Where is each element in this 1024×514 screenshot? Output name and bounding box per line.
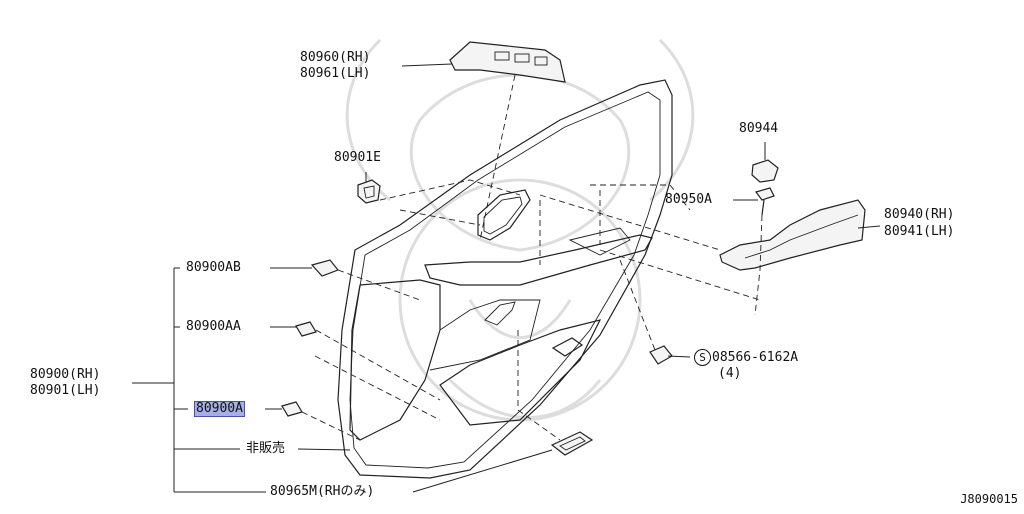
- leader-lines: [132, 63, 881, 493]
- label-not-for-sale: 非販売: [246, 441, 286, 456]
- label-80901-lh[interactable]: 80901(LH): [30, 383, 101, 398]
- label-08566-number: 08566-6162A: [712, 350, 799, 365]
- pull-handle-part: [719, 199, 866, 271]
- clip-80900a-part: [281, 401, 303, 417]
- clip-80900aa-part: [295, 321, 317, 337]
- clip-80900ab-part: [310, 259, 339, 277]
- circle-s-icon: S: [694, 349, 711, 366]
- screw-80950a-part: [754, 187, 775, 216]
- diagram-reference-code: J8090015: [960, 492, 1018, 506]
- assembly-dashed-lines: [301, 74, 763, 441]
- label-80901e[interactable]: 80901E: [334, 150, 381, 165]
- watermark-icon: [345, 38, 695, 422]
- label-80965m[interactable]: 80965M(RHのみ): [270, 484, 375, 499]
- label-80900-rh[interactable]: 80900(RH): [30, 367, 101, 382]
- label-80950a[interactable]: 80950A: [665, 192, 712, 207]
- label-80900a-selected[interactable]: 80900A: [194, 401, 245, 417]
- clip-80901e-part: [357, 179, 381, 204]
- switch-bezel-part: [449, 41, 566, 83]
- label-80941-lh[interactable]: 80941(LH): [884, 224, 955, 239]
- label-80961-lh[interactable]: 80961(LH): [300, 66, 371, 81]
- label-08566-qty: (4): [718, 366, 742, 381]
- cap-80944-part: [751, 159, 779, 183]
- label-80940-rh[interactable]: 80940(RH): [884, 207, 955, 222]
- screw-08566-part: [649, 345, 673, 365]
- label-80900ab[interactable]: 80900AB: [186, 260, 241, 275]
- door-trim-panel: [337, 79, 673, 479]
- label-80960-rh[interactable]: 80960(RH): [300, 50, 371, 65]
- pocket-80965m-part: [550, 431, 594, 456]
- label-80944[interactable]: 80944: [739, 121, 779, 136]
- label-80900aa[interactable]: 80900AA: [186, 319, 241, 334]
